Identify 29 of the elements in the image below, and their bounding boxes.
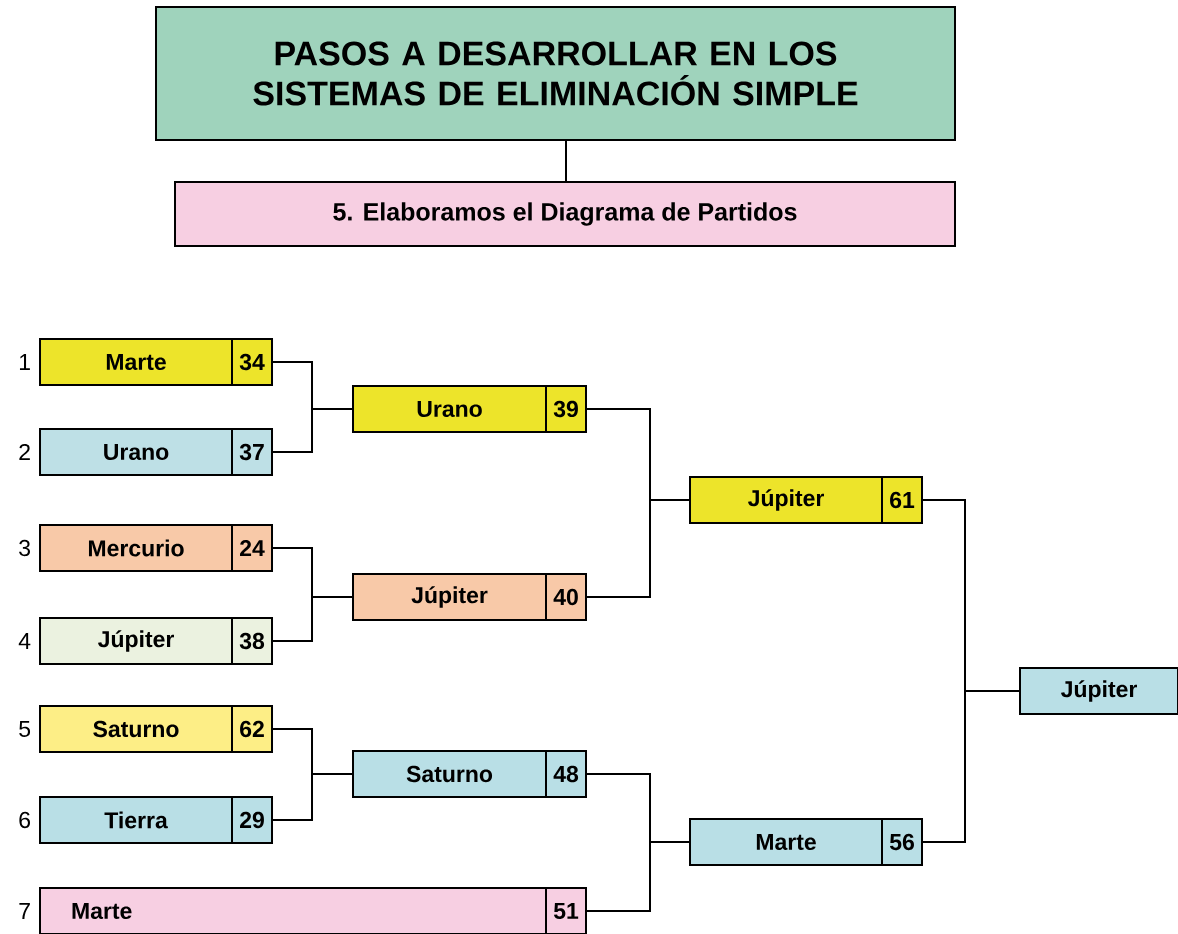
score-cell: 51 bbox=[545, 887, 579, 934]
score-cell: 40 bbox=[545, 573, 578, 621]
bracket-line bbox=[922, 690, 1020, 843]
seed-number: 4 bbox=[18, 633, 31, 649]
bracket-line bbox=[565, 140, 567, 182]
seed-number: 5 bbox=[19, 720, 31, 737]
score-cell: 29 bbox=[231, 796, 264, 844]
bracket-line bbox=[586, 841, 690, 912]
seed-number: 7 bbox=[19, 903, 30, 919]
seed-number: 6 bbox=[19, 811, 30, 829]
bracket-line bbox=[272, 773, 353, 821]
team-box: Júpiter bbox=[1019, 667, 1178, 715]
score-cell: 34 bbox=[231, 338, 265, 386]
seed-number: 2 bbox=[19, 443, 30, 461]
score-cell: 24 bbox=[231, 524, 265, 572]
bracket-line bbox=[586, 499, 690, 598]
score-cell: 48 bbox=[545, 750, 579, 798]
seed-number: 1 bbox=[19, 354, 30, 370]
title-box: PASOS A DESARROLLAR EN LOS SISTEMAS DE ELIMINACIÓN SIMPLE bbox=[155, 6, 956, 141]
score-cell: 56 bbox=[881, 818, 914, 866]
score-cell: 62 bbox=[231, 705, 264, 753]
score-cell: 61 bbox=[881, 476, 915, 524]
score-cell: 39 bbox=[545, 385, 578, 433]
bracket-line bbox=[272, 596, 353, 642]
score-cell: 38 bbox=[231, 617, 265, 665]
bracket-line bbox=[272, 408, 353, 453]
step-box: 5. Elaboramos el Diagrama de Partidos bbox=[174, 181, 956, 247]
score-cell: 37 bbox=[231, 428, 264, 476]
seed-number: 3 bbox=[19, 539, 30, 557]
